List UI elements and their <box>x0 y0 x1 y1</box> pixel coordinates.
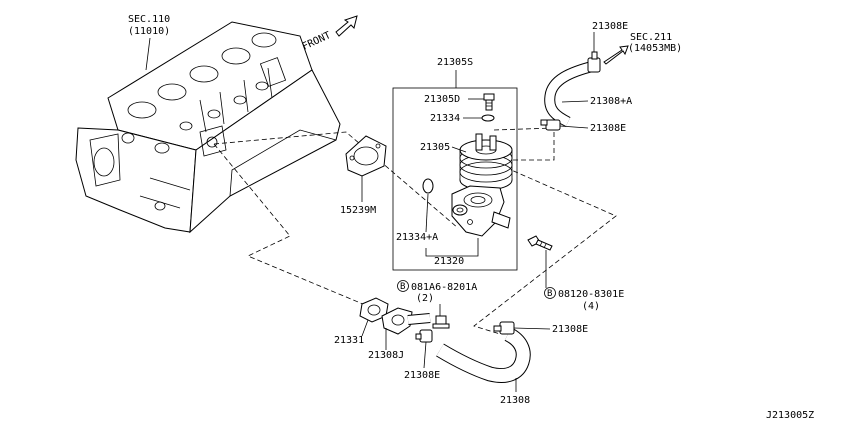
washer-21334 <box>481 114 495 122</box>
label-bolt-b-qty: (4) <box>582 301 600 312</box>
sec211-label: SEC.211 <box>630 32 672 43</box>
label-21305s: 21305S <box>437 57 473 68</box>
housing-21320 <box>451 185 511 237</box>
assembly-dashed-lines <box>213 127 617 335</box>
label-21308e-mid: 21308E <box>590 123 626 134</box>
label-21334a: 21334+A <box>396 232 438 243</box>
front-arrow-icon <box>335 15 358 37</box>
bolt-081a6-8201a <box>432 315 450 329</box>
label-21320: 21320 <box>434 256 464 267</box>
label-bolt-a-qty: (2) <box>416 293 434 304</box>
label-21305: 21305 <box>420 142 450 153</box>
label-21305d: 21305D <box>424 94 460 105</box>
label-bolt-b: 08120-8301E <box>558 289 624 300</box>
label-15239m: 15239M <box>340 205 376 216</box>
hose-21308a <box>544 60 596 127</box>
hose-21308 <box>436 327 531 383</box>
bolt-21305d <box>483 93 495 111</box>
oring-21334a <box>422 178 434 194</box>
sec211-arrow-icon <box>603 45 629 65</box>
label-bolt-a: 081A6-8201A <box>411 282 477 293</box>
sec110-leader <box>145 37 151 71</box>
assembly-box-21305s <box>392 87 518 271</box>
bolt-08120-8301e <box>527 235 553 251</box>
bolt-a-symbol <box>397 280 409 292</box>
bolt-b-circle-letter: B <box>547 289 552 299</box>
clamp-21308e-lower <box>415 329 433 343</box>
sec110-label: SEC.110 <box>128 14 170 25</box>
label-21308a: 21308+A <box>590 96 632 107</box>
sec211-code: (14053MB) <box>628 43 682 54</box>
label-21308e-right: 21308E <box>552 324 588 335</box>
clamp-21308e-mid <box>540 119 561 131</box>
bolt-b-symbol <box>544 287 556 299</box>
label-21308e-lower: 21308E <box>404 370 440 381</box>
bolt-a-circle-letter: B <box>400 282 405 292</box>
diagram-id: J213005Z <box>766 410 814 421</box>
label-21331: 21331 <box>334 335 364 346</box>
sec110-code: (11010) <box>128 26 170 37</box>
label-21308: 21308 <box>500 395 530 406</box>
gasket-15239m <box>345 135 387 177</box>
label-21308e-top: 21308E <box>592 21 628 32</box>
oil-cooler-21305 <box>459 133 513 191</box>
clamp-21308e-right <box>493 321 515 335</box>
engine-block <box>75 21 341 234</box>
label-21308j: 21308J <box>368 350 404 361</box>
label-21334: 21334 <box>430 113 460 124</box>
clamp-21308e-top <box>587 51 601 73</box>
pipe-21308j <box>381 307 431 335</box>
front-label: FRONT <box>301 30 333 53</box>
